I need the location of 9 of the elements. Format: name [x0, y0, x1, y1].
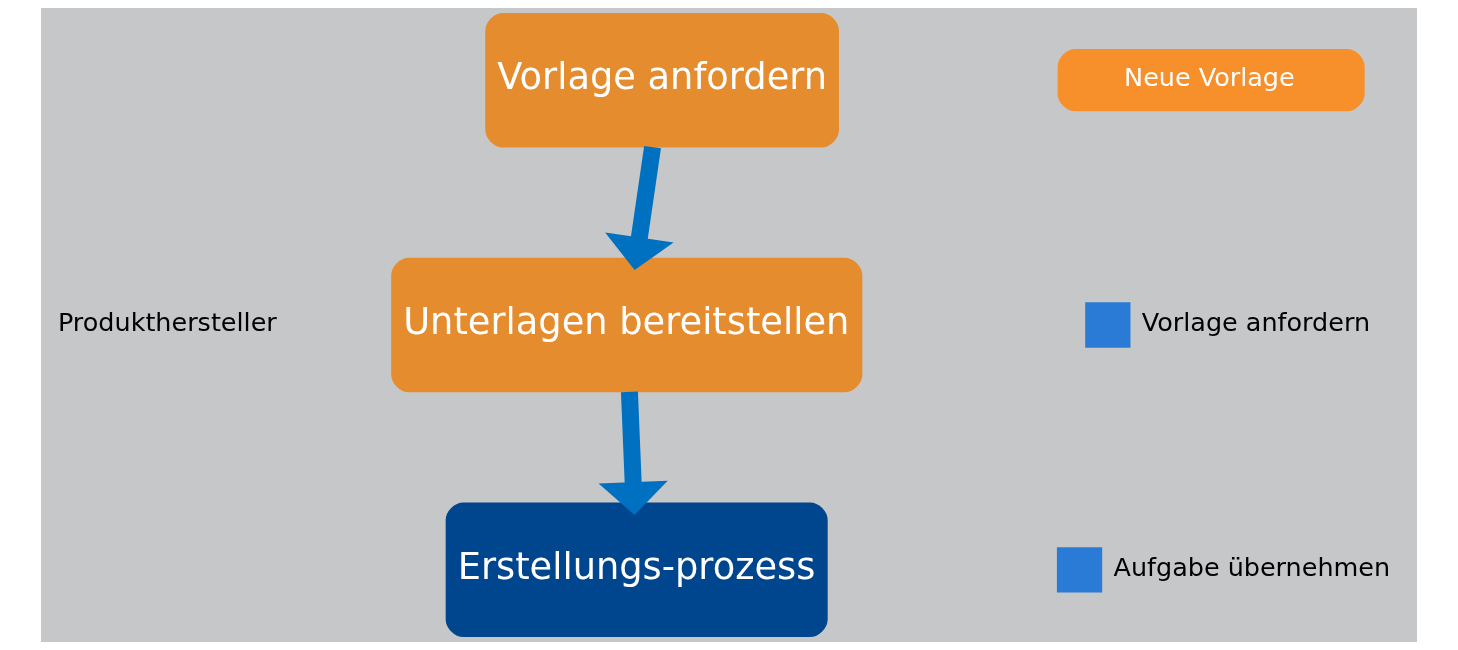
node-box: Neue Vorlage: [1057, 49, 1365, 112]
node-box: Erstellungs-prozess: [445, 502, 828, 637]
label: Vorlage anfordern: [1141, 307, 1371, 338]
arrow: [605, 145, 674, 271]
node-box: Vorlage anfordern: [485, 13, 839, 148]
arrow: [598, 391, 668, 515]
label: Produkthersteller: [57, 307, 277, 338]
label: Aufgabe übernehmen: [1113, 552, 1391, 583]
node-box: Unterlagen bereitstellen: [391, 257, 863, 393]
